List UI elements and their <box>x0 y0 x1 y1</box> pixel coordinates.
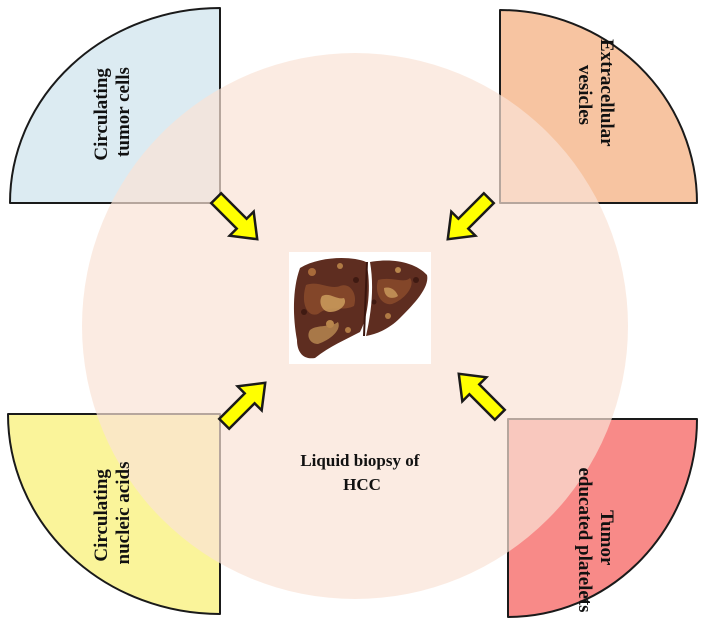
label-bottom-left: Circulating nucleic acids <box>91 462 134 565</box>
center-title: Liquid biopsy of HCC <box>300 451 423 494</box>
arrow-icon-bottom-right <box>457 372 507 422</box>
label-bottom-right: Tumor educated platelets <box>574 467 617 612</box>
arrow-icon-bottom-left <box>217 381 267 431</box>
label-top-left: Circulating tumor cells <box>91 63 134 160</box>
arrow-icon-top-right <box>446 191 496 241</box>
arrow-icon-top-left <box>209 191 259 241</box>
label-top-right: Extracellular vesicles <box>574 39 617 151</box>
liver-icon <box>293 258 428 359</box>
